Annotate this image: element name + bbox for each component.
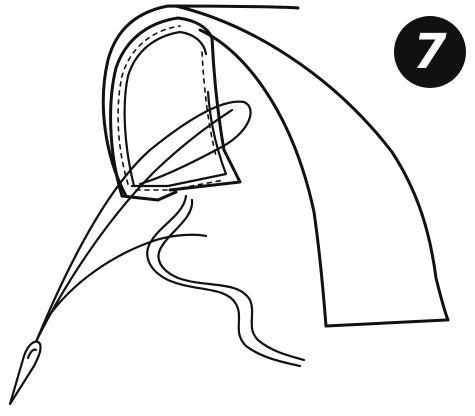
step-number: 7	[413, 28, 446, 76]
thread-tail-second	[159, 200, 304, 360]
fabric-bottom-edge	[326, 320, 446, 326]
step-number-badge: 7	[394, 16, 466, 88]
fabric-inner-curve	[200, 30, 326, 326]
fold-outer-line	[111, 18, 212, 196]
thread-tail-wavy	[147, 196, 300, 366]
thread-tail-long	[46, 235, 206, 320]
stitch-line-outer	[118, 26, 180, 184]
thread-upper-strand	[30, 110, 232, 354]
fold-tab-inner	[132, 92, 226, 186]
